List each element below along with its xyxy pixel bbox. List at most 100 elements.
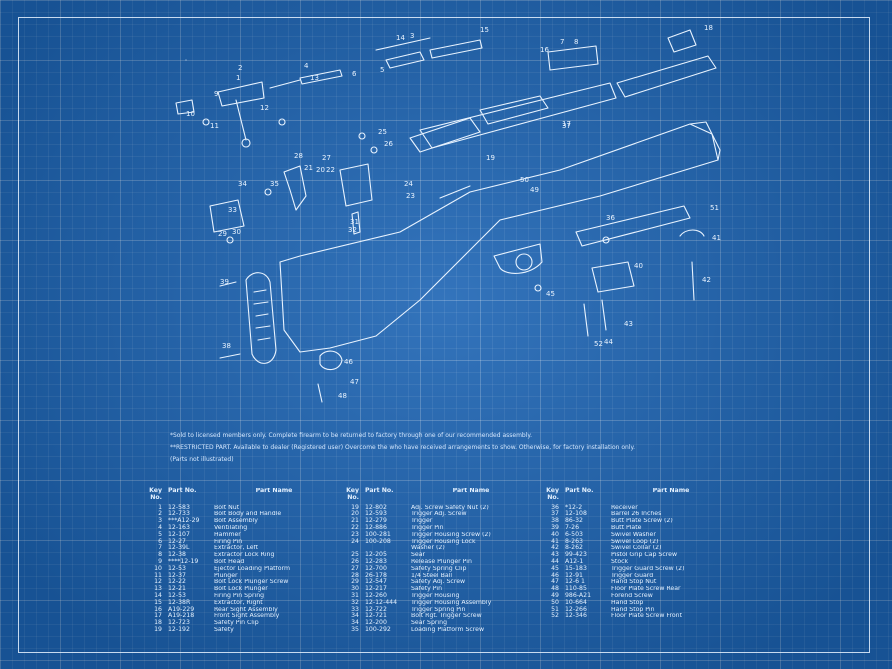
part-name-cell: Bolt Lock Plunger	[214, 586, 268, 593]
part-name-cell: Hand Stop	[611, 599, 644, 606]
part-name-cell: Trigger Housing Screw (2)	[411, 531, 491, 538]
part-name-cell: Floor Plate Screw Front	[611, 613, 683, 620]
part-no-cell: 10-664	[565, 598, 587, 606]
key-no-cell: 12	[154, 578, 162, 586]
part-no-cell: 12-108	[565, 510, 587, 518]
notes-block: *Sold to licensed members only. Complete…	[170, 430, 730, 466]
key-no-cell: 37	[551, 510, 559, 518]
callout-number: 23	[406, 192, 415, 200]
part-name-cell: Swivel Collar (2)	[611, 545, 662, 552]
key-no-cell: 48	[551, 585, 559, 593]
part-no-cell: A19-218	[168, 612, 195, 620]
key-no-cell: 49	[551, 591, 559, 599]
key-no-cell: 29	[351, 578, 359, 586]
part-no-cell: 12-346	[565, 612, 587, 620]
callout-number: 49	[530, 186, 539, 194]
part-no-cell: 12-723	[168, 619, 190, 627]
header-part-no: Part No.	[168, 487, 197, 494]
callout-number: 29	[218, 230, 227, 238]
part-no-cell: 12-547	[365, 578, 387, 586]
header-key-no: Key No.	[149, 487, 162, 501]
part-name-cell: Bolt Assembly	[214, 518, 258, 525]
key-no-cell: 45	[551, 564, 559, 572]
part-name-cell: Bolt Body and Handle	[214, 511, 282, 518]
key-no-cell: 38	[551, 517, 559, 525]
key-no-cell: 7	[158, 544, 162, 552]
part-no-cell: 110-85	[565, 585, 587, 593]
part-no-cell: 12-802	[365, 503, 387, 511]
part-name-cell: Hand Stop Nut	[611, 579, 657, 586]
part-name-cell: Plunger	[214, 572, 238, 579]
key-no-cell: 14	[154, 591, 162, 599]
callout-number: 43	[624, 320, 633, 328]
header-part-no: Part No.	[565, 487, 594, 494]
part-name-cell: Trigger Guard Screw (2)	[611, 565, 685, 572]
part-no-cell: 12-721	[365, 612, 387, 620]
sheet-border	[18, 17, 870, 653]
part-no-cell: 12-12-444	[365, 598, 398, 606]
key-no-cell: 28	[351, 571, 359, 579]
callout-number: 3	[410, 32, 414, 40]
key-no-cell: 9	[158, 557, 162, 565]
callout-number: 28	[294, 152, 303, 160]
part-name-cell: Release Plunger Pin	[411, 558, 472, 565]
part-name-cell: Swivel Washer	[611, 531, 656, 538]
key-no-cell: 26	[351, 557, 359, 565]
part-name-cell: Hammer	[214, 531, 241, 538]
key-no-cell: 1	[158, 503, 162, 511]
part-no-cell: 12-38	[168, 551, 186, 559]
header-part-name: Part Name	[652, 488, 690, 494]
part-no-cell: ****12-19	[168, 557, 199, 565]
key-no-cell: 16	[154, 605, 162, 613]
callout-number: 21	[304, 164, 313, 172]
callout-number: 30	[232, 228, 241, 236]
callout-number: 4	[304, 62, 309, 70]
callout-number: 46	[344, 358, 353, 366]
part-no-cell: ***A12-29	[168, 517, 200, 525]
part-name-cell: Trigger Housing Assembly	[411, 599, 492, 606]
part-name-cell: Adj. Screw Safety Nut (2)	[411, 504, 489, 511]
key-no-cell: 46	[551, 571, 559, 579]
part-no-cell: 12-53	[168, 564, 186, 572]
part-name-cell: Stock	[611, 558, 629, 565]
key-no-cell: 33	[351, 605, 359, 613]
header-key-no: Key No.	[346, 487, 359, 501]
callout-number: 20	[316, 166, 325, 174]
part-no-cell: 8-263	[565, 537, 583, 545]
part-no-cell: 12-733	[168, 510, 190, 518]
part-name-cell: Loading Platform Screw	[411, 626, 485, 633]
part-name-cell: Rear Sight Assembly	[214, 606, 278, 613]
part-name-cell: Barrel 26 Inches	[611, 511, 662, 518]
part-no-cell: 12-583	[168, 503, 190, 511]
bolt-assembly-drawing	[175, 37, 599, 148]
part-no-cell: 12-91	[565, 571, 583, 579]
part-no-cell: A19-229	[168, 605, 195, 613]
part-name-cell: Safety Pin	[411, 586, 442, 593]
callout-number: 10	[186, 110, 195, 118]
callout-number: 31	[350, 218, 359, 226]
key-no-cell: 41	[551, 537, 559, 545]
part-name-cell: Safety Adj. Screw	[411, 579, 466, 586]
